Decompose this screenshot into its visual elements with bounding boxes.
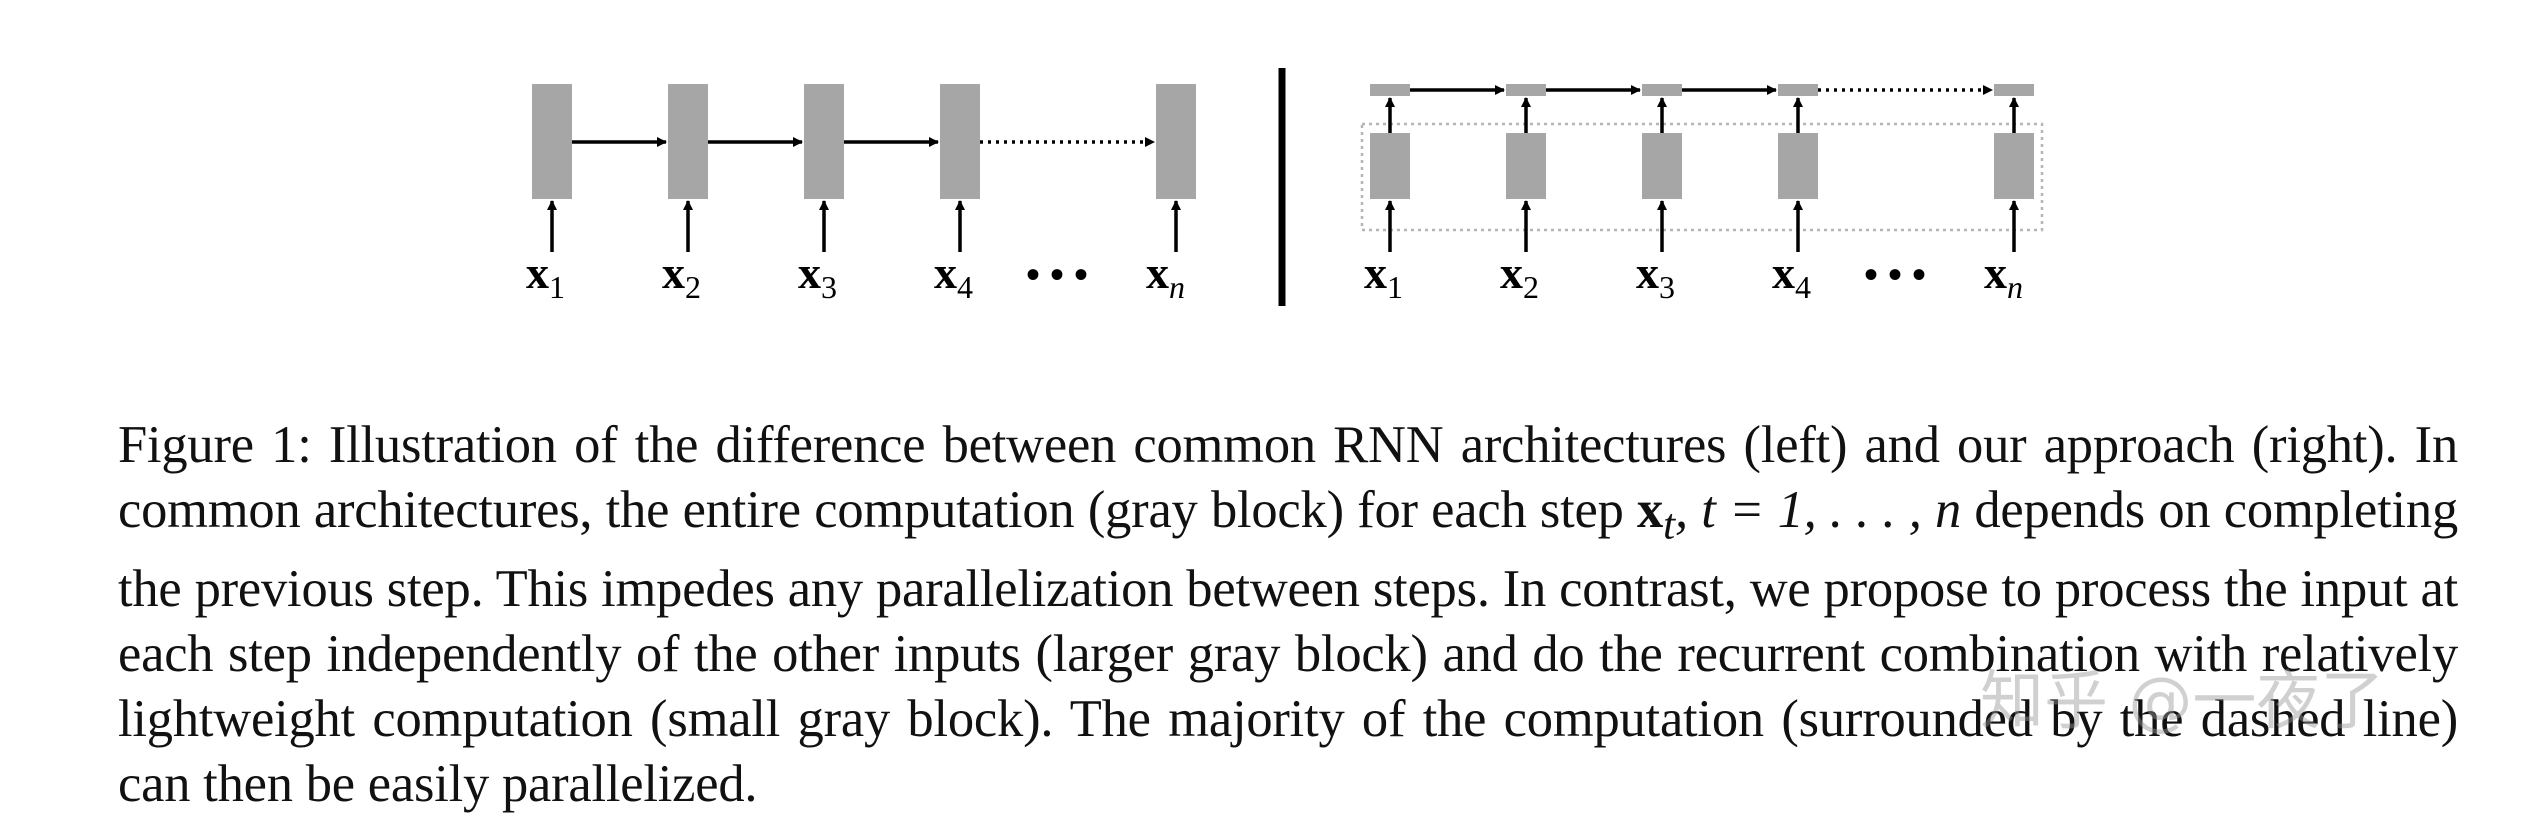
small-gray-block	[1778, 84, 1818, 96]
small-gray-block	[1506, 84, 1546, 96]
ellipsis: • • •	[1864, 252, 1926, 297]
gray-block	[1156, 84, 1196, 199]
input-label-x4: x4	[934, 247, 973, 305]
large-gray-block	[1642, 133, 1682, 199]
input-label-x1: x1	[1364, 247, 1403, 305]
figure-caption: Figure 1: Illustration of the difference…	[118, 413, 2458, 818]
caption-label: Figure 1:	[118, 415, 312, 474]
input-label-xn: xn	[1984, 247, 2023, 305]
input-label-xn: xn	[1146, 247, 1185, 305]
rnn-comparison-diagram: x1 x2 x3 x4 • • • xn	[526, 68, 2044, 306]
small-gray-block	[1994, 84, 2034, 96]
input-label-x2: x2	[662, 247, 701, 305]
gray-block	[940, 84, 980, 199]
small-gray-block	[1642, 84, 1682, 96]
caption-math-step-var: x	[1636, 480, 1664, 539]
input-label-x1: x1	[526, 247, 565, 305]
small-gray-block	[1370, 84, 1410, 96]
large-gray-block	[1506, 133, 1546, 199]
left-panel: x1 x2 x3 x4 • • • xn	[526, 84, 1196, 305]
input-label-x2: x2	[1500, 247, 1539, 305]
large-gray-block	[1778, 133, 1818, 199]
input-label-x4: x4	[1772, 247, 1811, 305]
ellipsis: • • •	[1026, 252, 1088, 297]
input-label-x3: x3	[798, 247, 837, 305]
input-label-x3: x3	[1636, 247, 1675, 305]
large-gray-block	[1994, 133, 2034, 199]
watermark: 知乎 @一夜了	[1980, 665, 2385, 739]
caption-math-step-sub: t	[1663, 500, 1676, 548]
gray-block	[668, 84, 708, 199]
gray-block	[804, 84, 844, 199]
gray-block	[532, 84, 572, 199]
caption-math-range: , t = 1, . . . , n	[1675, 480, 1962, 539]
caption-text-part2: depends on completing the previous step.…	[118, 480, 2458, 814]
caption-text-part1: Illustration of the difference between c…	[118, 415, 2459, 539]
large-gray-block	[1370, 133, 1410, 199]
right-panel: x1 x2 x3 x4 • • • xn	[1360, 84, 2044, 305]
dashed-box	[1360, 122, 2044, 232]
figure-diagram: x1 x2 x3 x4 • • • xn	[0, 0, 2528, 330]
